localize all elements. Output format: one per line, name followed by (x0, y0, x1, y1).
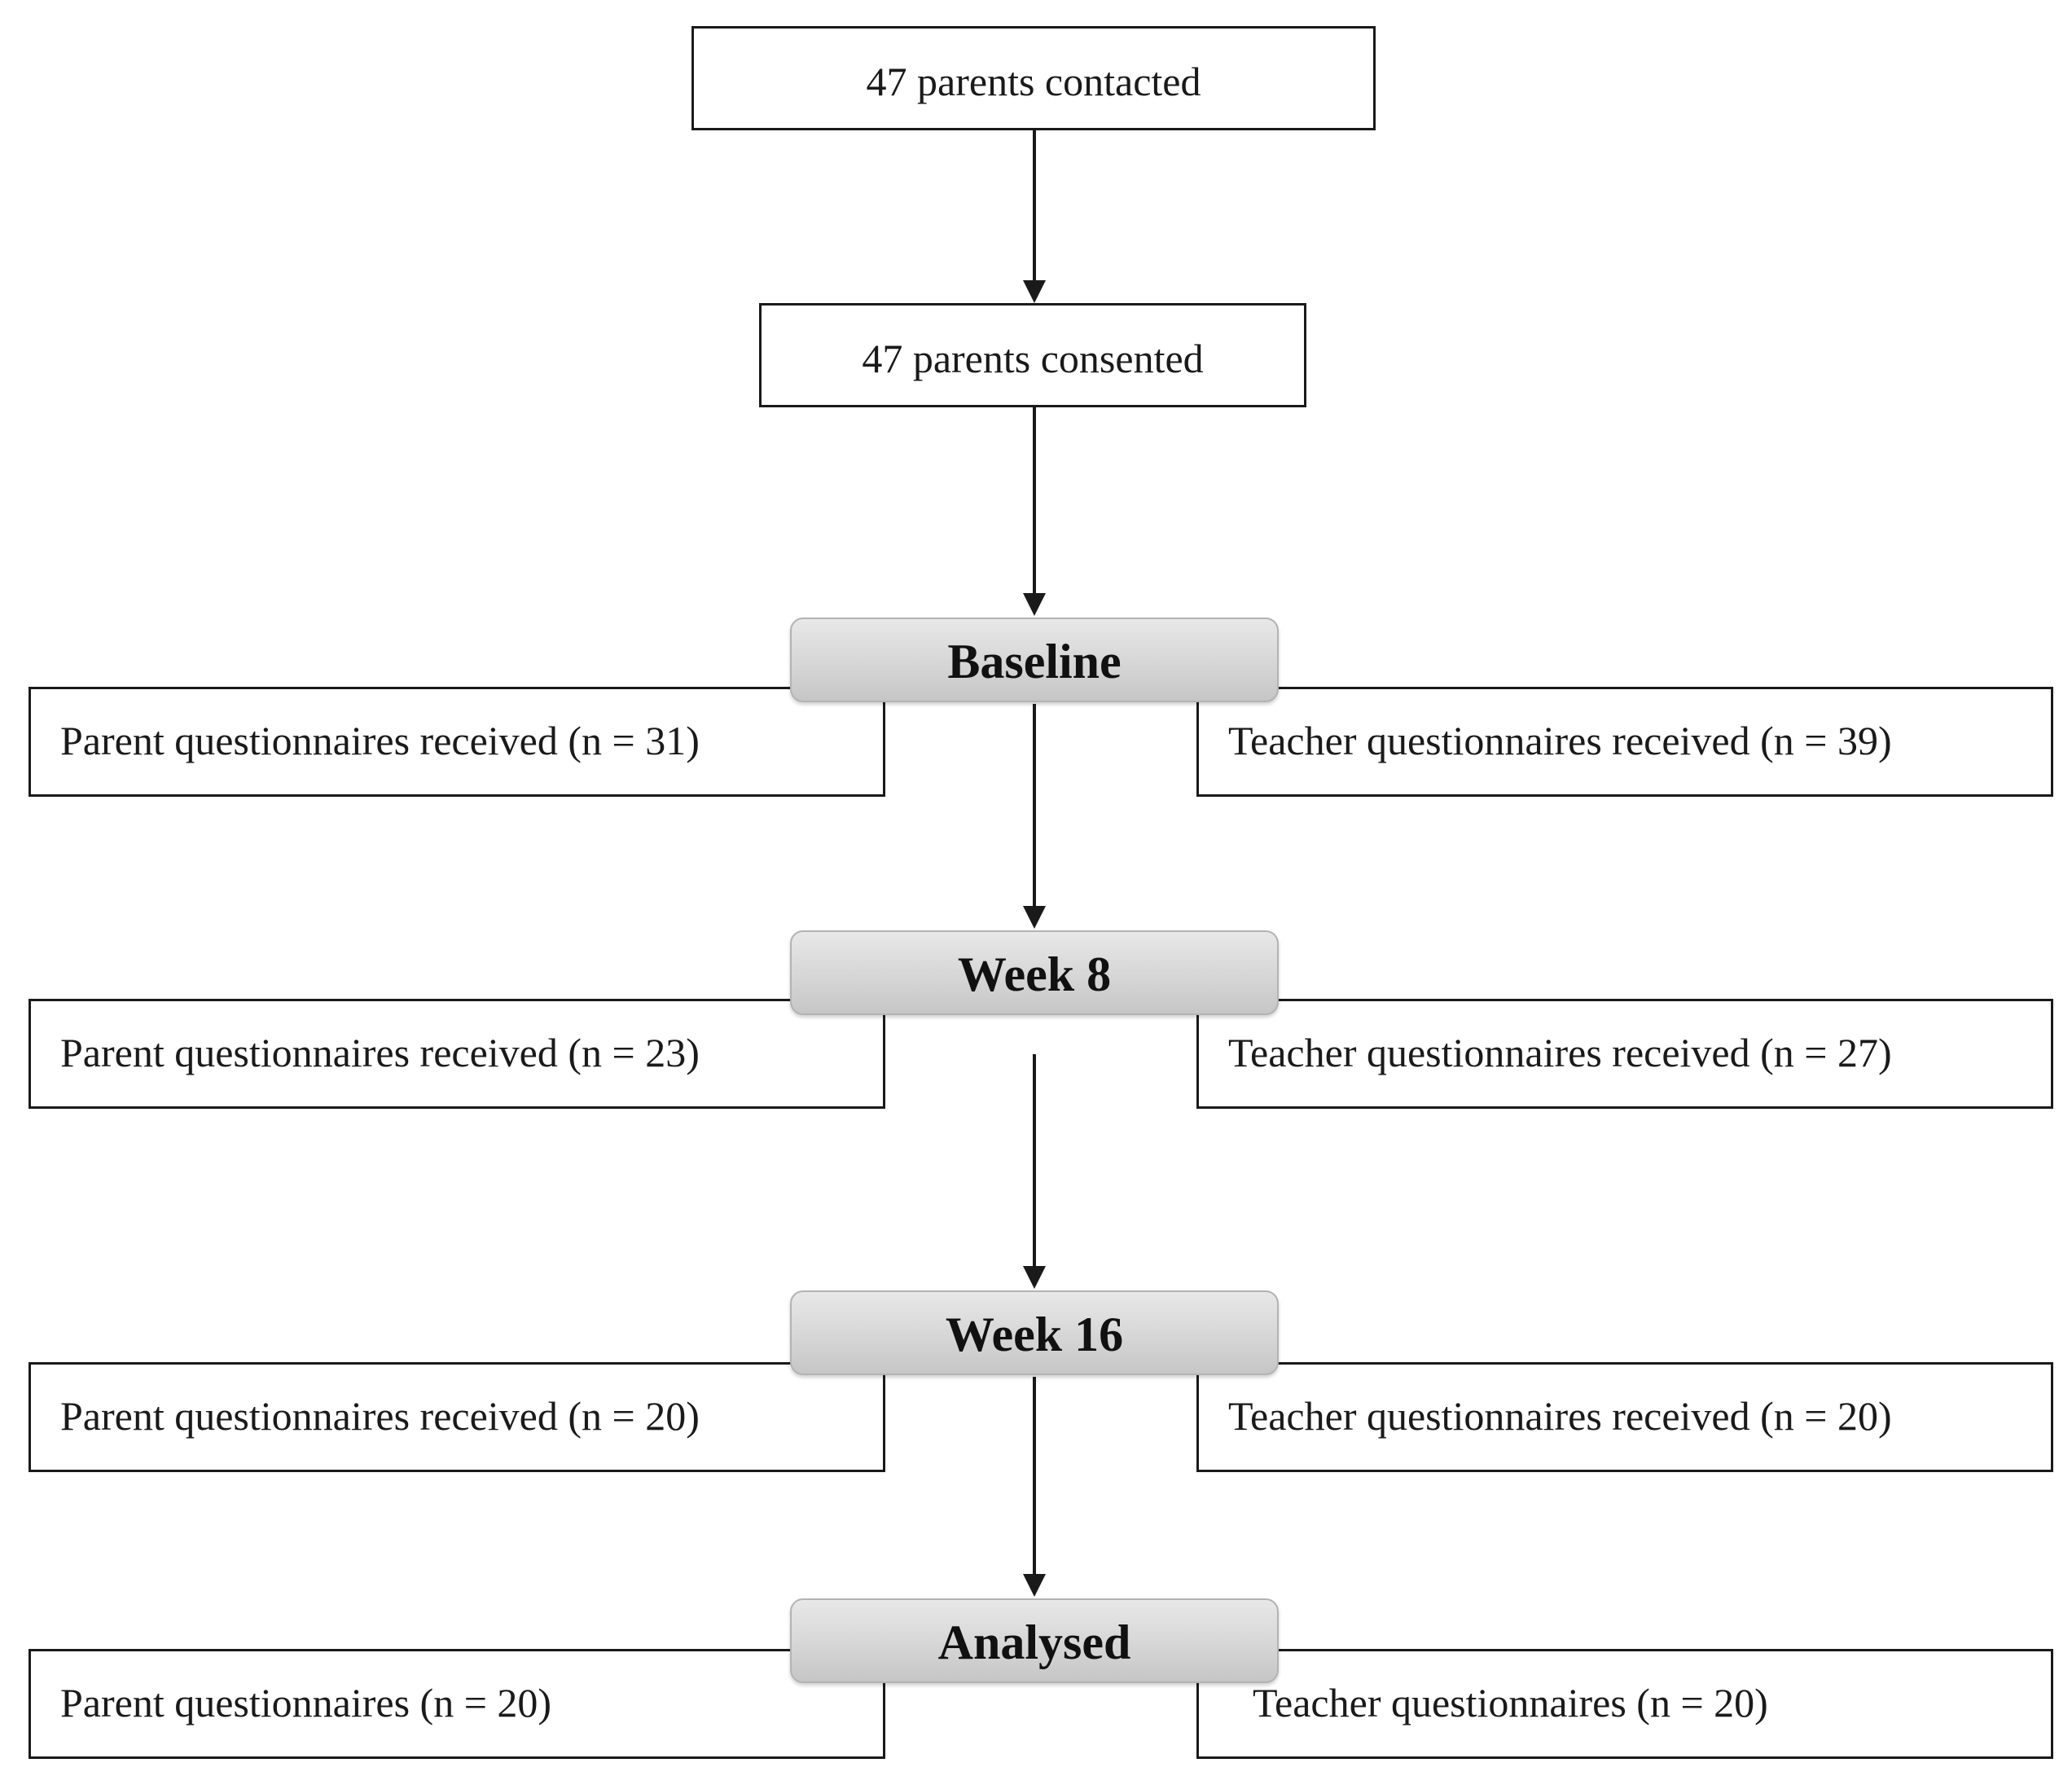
week16-parent-label: Parent questionnaires received (n = 20) (60, 1393, 700, 1439)
stage-week-8: Week 8 (790, 930, 1279, 1015)
week8-parent-box: Parent questionnaires received (n = 23) (29, 999, 885, 1109)
arrowhead-consented (1023, 280, 1046, 303)
arrowhead-analysed (1023, 1574, 1046, 1597)
analysed-parent-label: Parent questionnaires (n = 20) (60, 1680, 552, 1725)
contacted-label: 47 parents contacted (866, 59, 1201, 104)
consented-label: 47 parents consented (862, 336, 1204, 381)
week8-teacher-label: Teacher questionnaires received (n = 27) (1228, 1030, 1892, 1075)
contacted-box: 47 parents contacted (691, 26, 1376, 130)
arrowhead-week8 (1023, 906, 1046, 929)
week8-parent-label: Parent questionnaires received (n = 23) (60, 1030, 700, 1075)
baseline-parent-box: Parent questionnaires received (n = 31) (29, 687, 885, 797)
arrowhead-baseline (1023, 593, 1046, 616)
consented-box: 47 parents consented (759, 303, 1306, 407)
stage-analysed-label: Analysed (937, 1616, 1131, 1669)
stage-analysed: Analysed (790, 1598, 1279, 1683)
analysed-teacher-box: Teacher questionnaires (n = 20) (1196, 1649, 2053, 1759)
analysed-teacher-label: Teacher questionnaires (n = 20) (1253, 1680, 1768, 1725)
baseline-parent-label: Parent questionnaires received (n = 31) (60, 718, 700, 763)
stage-week-8-label: Week 8 (957, 947, 1112, 1001)
stage-baseline-label: Baseline (947, 635, 1122, 688)
week16-teacher-label: Teacher questionnaires received (n = 20) (1228, 1393, 1892, 1439)
stage-baseline: Baseline (790, 618, 1279, 702)
arrowhead-week16 (1023, 1266, 1046, 1289)
week16-teacher-box: Teacher questionnaires received (n = 20) (1196, 1362, 2053, 1472)
week16-parent-box: Parent questionnaires received (n = 20) (29, 1362, 885, 1472)
baseline-teacher-box: Teacher questionnaires received (n = 39) (1196, 687, 2053, 797)
analysed-parent-box: Parent questionnaires (n = 20) (29, 1649, 885, 1759)
week8-teacher-box: Teacher questionnaires received (n = 27) (1196, 999, 2053, 1109)
stage-week-16: Week 16 (790, 1290, 1279, 1375)
stage-week-16-label: Week 16 (945, 1308, 1124, 1361)
baseline-teacher-label: Teacher questionnaires received (n = 39) (1228, 718, 1892, 763)
